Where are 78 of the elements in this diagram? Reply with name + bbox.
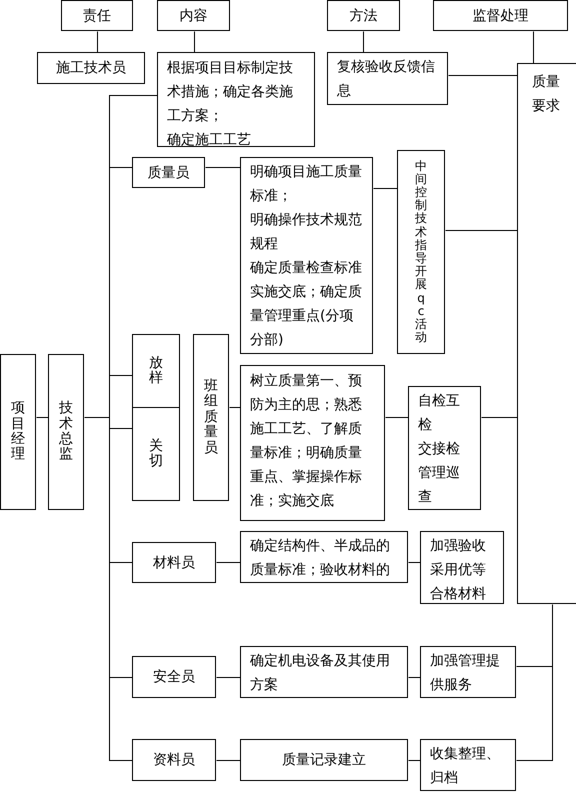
connector-line [481,417,518,418]
connector-line [97,31,98,53]
connector-line [448,75,518,76]
label-text: 自检互检 [418,392,461,435]
label-text: 树立质量第一、预防为主的思；熟悉施工工艺、了解质量标准；明确质量重点、掌握操作标准；实施交底 [250,372,363,511]
connector-line [194,31,195,53]
process-box [420,739,516,791]
process-box [132,739,216,781]
label-text: 质量要求 [532,73,560,116]
label-text: 收集整理、归档 [430,745,501,788]
label-text: 明确操作技术规范规程 [250,211,363,254]
connector-line [408,562,421,563]
label-text: 加强管理提供服务 [430,652,501,695]
process-box [397,150,445,354]
connector-line [408,760,421,761]
process-box [132,542,216,583]
header-box [61,0,133,31]
process-box [132,334,180,408]
connector-line [229,407,241,408]
process-box [37,52,145,84]
header-box [327,0,400,31]
label-text: 管理巡查 [418,464,461,507]
label-text: 确定质量检查标准实施交底；确定质量管理重点(分项分部) [250,259,363,350]
label-text: 复核验收反馈信息 [337,58,436,101]
label-text: 放样 [149,356,163,386]
label-text: 技术总监 [59,401,73,463]
label-text: 加强验收采用优等合格材料 [430,537,487,604]
label-text: 关切 [149,438,163,470]
label-text: 班组质量员 [204,379,218,456]
process-box [0,354,36,510]
label-text: 内容 [180,6,208,26]
label-text: 确定机电设备及其使用方案 [250,652,391,695]
process-box [240,739,408,781]
process-box [240,531,408,583]
label-text: 明确项目施工质量标准； [250,163,363,206]
process-box [420,531,504,604]
connector-line [445,230,518,231]
label-text: 责任 [83,6,111,26]
process-box [240,646,408,698]
header-box [157,0,230,31]
connector-line [373,188,398,189]
process-box [132,407,180,501]
label-text: 确定结构件、半成品的质量标准；验收材料的 [250,537,391,580]
label-text: 交接检 [418,440,461,459]
process-box [420,646,516,698]
connector-line [408,677,421,678]
process-box [408,386,481,510]
connector-line [533,31,534,64]
label-text: 根据项目目标制定技术措施；确定各类施工方案； [167,59,294,126]
process-box [132,656,216,698]
label-text: 质量员 [148,164,190,182]
process-box [240,157,373,354]
label-text: 材料员 [153,554,195,572]
connector-line [216,562,241,563]
label-text: 项目经理 [11,401,25,463]
label-text: 资料员 [153,751,195,770]
connector-line [516,604,553,761]
label-text: 监督处理 [472,6,528,26]
label-text: 质量记录建立 [282,751,366,770]
label-text: 方法 [350,6,378,26]
label-text: 确定施工工艺 [167,131,252,150]
label-text: 安全员 [153,668,195,687]
label-text: 施工技术员 [56,59,126,78]
connector-line [216,760,241,761]
connector-line [36,417,49,418]
process-box [48,354,84,510]
process-box [327,52,448,105]
label-text: 中间控制技术指导开展qc活动 [415,160,427,344]
header-box [433,0,568,31]
process-box [240,365,385,521]
connector-line [385,417,409,418]
process-box [132,157,205,188]
process-box [157,52,315,147]
process-box [517,63,576,604]
connector-line [216,677,241,678]
process-box [193,334,229,501]
connector-line [363,31,364,53]
connector-line [205,167,241,168]
